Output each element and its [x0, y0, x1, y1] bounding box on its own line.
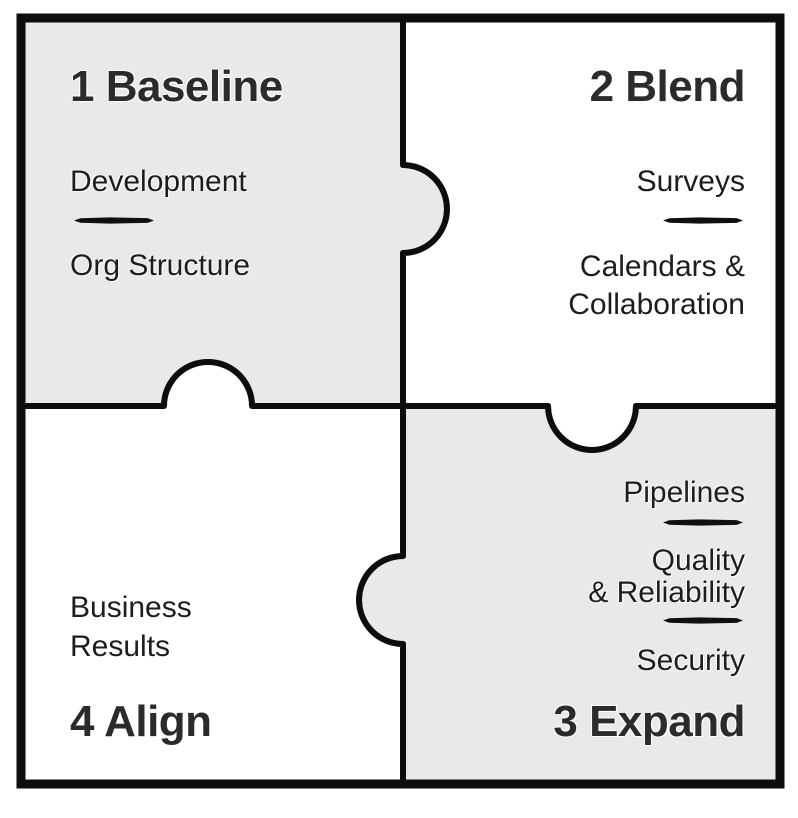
piece-1-title: 1 Baseline	[70, 62, 283, 111]
item-line: Collaboration	[568, 288, 745, 321]
piece-3-item-quality-reliability: Quality & Reliability	[553, 545, 745, 609]
item-line: Calendars &	[579, 250, 745, 283]
item-divider	[663, 519, 743, 526]
piece-2-item-calendars-collaboration: Calendars & Collaboration	[568, 248, 745, 324]
item-line: & Reliability	[588, 576, 745, 609]
item-line: Business	[70, 591, 192, 624]
piece-1-label-block: 1 Baseline Development Org Structure	[70, 62, 283, 284]
piece-3-item-security: Security	[553, 643, 745, 679]
piece-4-align-shape	[18, 359, 406, 787]
item-line: Development	[70, 165, 247, 198]
item-line: Security	[636, 644, 745, 677]
piece-1-item-development: Development	[70, 164, 283, 200]
piece-2-label-block: 2 Blend Surveys Calendars & Collaboratio…	[568, 62, 745, 324]
piece-4-title: 4 Align	[70, 697, 212, 746]
piece-4-label-block: Business Results 4 Align	[70, 588, 212, 747]
piece-3-label-block: Pipelines Quality & Reliability Security…	[553, 475, 745, 747]
item-divider	[74, 217, 154, 224]
piece-1-item-org-structure: Org Structure	[70, 248, 283, 284]
piece-3-item-pipelines: Pipelines	[553, 475, 745, 511]
piece-3-title: 3 Expand	[553, 697, 745, 746]
piece-4-item-business-results: Business Results	[70, 588, 212, 666]
piece-2-item-surveys: Surveys	[568, 164, 745, 200]
item-divider	[663, 217, 743, 224]
item-line: Surveys	[636, 165, 745, 198]
item-line: Pipelines	[623, 476, 745, 509]
item-line: Org Structure	[70, 249, 251, 282]
piece-2-title: 2 Blend	[589, 62, 746, 111]
item-divider	[663, 617, 743, 624]
item-line: Results	[70, 630, 171, 663]
item-line: Quality	[651, 544, 745, 577]
outer-border	[16, 13, 785, 789]
